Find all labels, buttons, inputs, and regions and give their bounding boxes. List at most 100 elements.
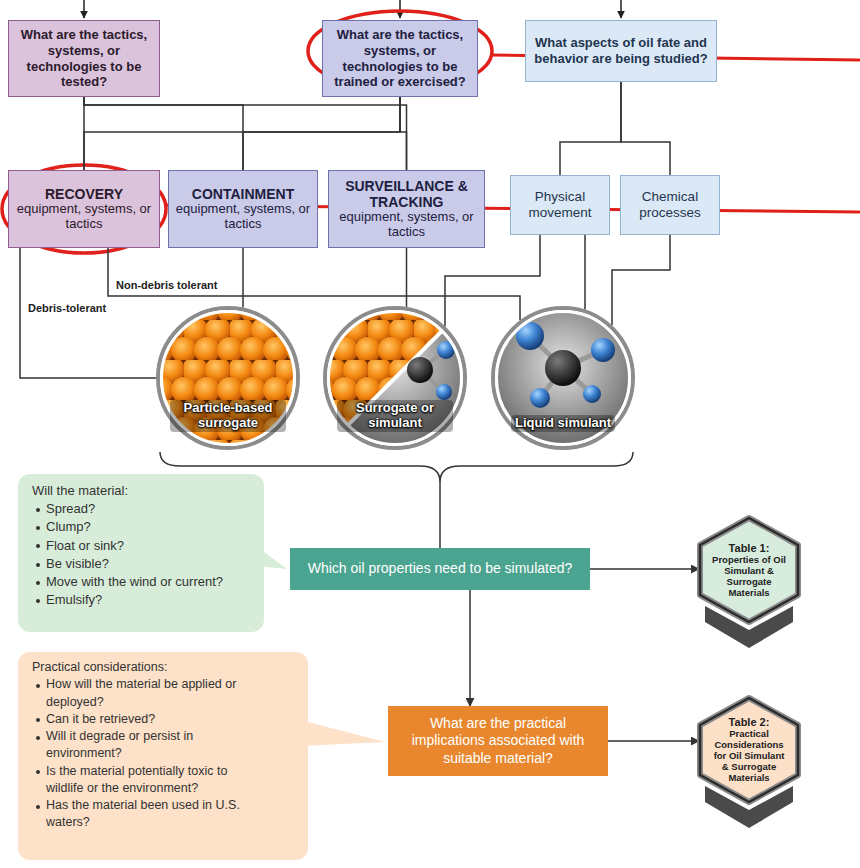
incoming-arrow — [620, 0, 622, 18]
connector — [445, 235, 540, 326]
node-subtext: Float or sink? — [32, 537, 244, 555]
oranges-picture — [162, 312, 294, 444]
node-subtext: equipment, systems, or tactics — [175, 202, 311, 232]
step-box: What are the practical implications asso… — [388, 706, 608, 776]
text-group: Which oil properties need to be simulate… — [296, 560, 584, 578]
circle-ring — [162, 312, 295, 445]
node-text: What are the tactics, systems, or techno… — [15, 27, 153, 89]
connector — [84, 97, 243, 170]
node-text: What are the practical implications asso… — [394, 715, 602, 768]
connector — [406, 248, 408, 307]
split-line — [318, 301, 472, 455]
node-text: CONTAINMENT — [175, 186, 311, 202]
step-box: Which oil properties need to be simulate… — [290, 548, 590, 590]
table-hexagon: Table 2:Practical Considerations for Oil… — [697, 695, 801, 805]
connector — [400, 97, 407, 170]
incoming-arrow — [83, 0, 85, 18]
node-text: Surrogate or simulant — [337, 400, 453, 432]
text-group: SURVEILLANCE & TRACKINGequipment, system… — [335, 178, 478, 240]
hexagon-border — [700, 518, 798, 622]
connector — [584, 235, 586, 309]
connector — [84, 97, 407, 170]
incoming-arrow — [399, 0, 401, 18]
topic-box: Physical movement — [510, 175, 610, 235]
callout-bubble: Practical considerations:How will the ma… — [18, 652, 308, 860]
circle-ring — [329, 312, 462, 445]
node-subtext: equipment, systems, or tactics — [15, 202, 153, 232]
connector — [621, 82, 670, 175]
node-text: What aspects of oil fate and behavior ar… — [532, 35, 710, 66]
node-text: Physical movement — [517, 189, 603, 221]
molecule-atom — [583, 385, 601, 403]
text-group: Practical considerations:How will the ma… — [32, 659, 258, 832]
text-group: Table 1:Properties of Oil Simulant & Sur… — [709, 542, 789, 599]
node-subtext: Will it degrade or persist in environmen… — [32, 728, 258, 763]
node-text: Chemical processes — [627, 189, 713, 221]
hexagon-shape — [700, 698, 798, 802]
hexagon-shape — [700, 518, 798, 622]
node-text: Table 2: — [709, 716, 789, 729]
connector — [469, 590, 471, 706]
node-text: Liquid simulant — [511, 415, 615, 432]
split-picture — [318, 301, 472, 455]
molecule-picture — [497, 312, 629, 444]
circle-ring — [158, 308, 298, 448]
node-subtext: equipment, systems, or tactics — [335, 210, 478, 240]
node-subtext: Practical Considerations for Oil Simulan… — [709, 729, 789, 784]
connector — [612, 235, 670, 325]
text-group: What are the practical implications asso… — [394, 715, 602, 768]
node-text: Table 1: — [709, 542, 789, 555]
node-subtext: Can it be retrieved? — [32, 711, 258, 728]
node-text: SURVEILLANCE & TRACKING — [335, 178, 478, 210]
category-box: RECOVERYequipment, systems, or tactics — [8, 170, 160, 248]
text-group: CONTAINMENTequipment, systems, or tactic… — [175, 186, 311, 232]
oranges-picture — [162, 312, 294, 444]
highlight-ellipse — [2, 165, 166, 253]
text-group: What are the tactics, systems, or techno… — [15, 27, 153, 89]
node-subtext: Move with the wind or current? — [32, 573, 244, 591]
text-group: Surrogate or simulant — [337, 400, 453, 432]
connector — [590, 568, 699, 570]
text-group: Particle-based surrogate — [170, 400, 286, 432]
text-group: Physical movement — [517, 189, 603, 221]
node-text: Practical considerations: — [32, 659, 258, 676]
node-subtext: How will the material be applied or depl… — [32, 676, 258, 711]
molecule-atom — [530, 388, 550, 408]
material-circle: Surrogate or simulant — [323, 306, 467, 450]
hexagon-border — [700, 698, 798, 802]
connector — [243, 97, 400, 170]
connector-label: Non-debris tolerant — [114, 279, 219, 292]
table-hexagon: Table 1:Properties of Oil Simulant & Sur… — [697, 515, 801, 625]
node-subtext: Spread? — [32, 500, 244, 518]
circle-ring — [325, 308, 465, 448]
question-box: What aspects of oil fate and behavior ar… — [525, 20, 717, 82]
connector — [84, 97, 400, 170]
node-subtext: Has the material been used in U.S. water… — [32, 797, 258, 832]
material-circle: Particle-based surrogate — [156, 306, 300, 450]
node-text: Particle-based surrogate — [170, 400, 286, 432]
text-group: Will the material:Spread?Clump?Float or … — [32, 482, 244, 609]
node-subtext: Properties of Oil Simulant & Surrogate M… — [709, 555, 789, 599]
connector — [560, 82, 621, 175]
node-text: Will the material: — [32, 482, 244, 500]
question-box: What are the tactics, systems, or techno… — [322, 20, 478, 97]
text-group: Chemical processes — [627, 189, 713, 221]
circle-ring — [497, 312, 630, 445]
text-group: What aspects of oil fate and behavior ar… — [532, 35, 710, 66]
callout-bubble: Will the material:Spread?Clump?Float or … — [18, 474, 264, 632]
circle-ring — [493, 308, 633, 448]
node-text: What are the tactics, systems, or techno… — [329, 27, 471, 89]
connector — [20, 248, 156, 378]
node-subtext: Emulsify? — [32, 591, 244, 609]
topic-box: Chemical processes — [620, 175, 720, 235]
callout-tail — [300, 720, 385, 746]
molecule-ground — [497, 312, 629, 444]
molecule-atom — [545, 350, 581, 386]
question-box: What are the tactics, systems, or techno… — [8, 20, 160, 97]
node-text: Which oil properties need to be simulate… — [296, 560, 584, 578]
category-box: SURVEILLANCE & TRACKINGequipment, system… — [328, 170, 485, 248]
node-subtext: Is the material potentially toxic to wil… — [32, 763, 258, 798]
category-box: CONTAINMENTequipment, systems, or tactic… — [168, 170, 318, 248]
molecule-atom — [436, 384, 452, 400]
connector — [608, 740, 699, 742]
